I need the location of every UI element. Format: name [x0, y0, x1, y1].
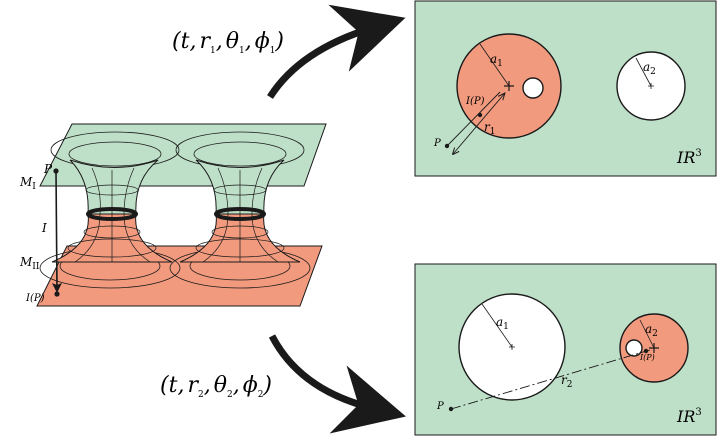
r1-arrow-top — [453, 93, 505, 154]
label-r2-bottom: r2 — [561, 373, 572, 390]
label-a1-top: a1 — [490, 52, 503, 69]
panel-bottom: a1 a2 I(P) r2 P IR3 — [414, 263, 717, 436]
map-label: I — [41, 221, 47, 235]
point-p-bottom — [448, 406, 454, 412]
curved-arrow-top — [267, 4, 406, 99]
r2-line-bottom — [450, 349, 651, 410]
tube-left-upper — [69, 159, 159, 215]
left-wormhole-figure: MI MII P I I(P) — [19, 123, 327, 307]
top-ripples — [50, 131, 305, 169]
centre-2-bottom — [649, 343, 659, 353]
point-ip-label: I(P) — [25, 293, 45, 304]
radius-a1-bottom — [481, 303, 513, 348]
coords-bottom: (t,r2,θ2,ϕ2) — [160, 373, 272, 400]
coords-top: (t,r1,θ1,ϕ1) — [172, 29, 284, 56]
tube-right-upper — [195, 159, 285, 215]
point-ip-left — [54, 291, 60, 297]
sheet-top-label: MI — [19, 175, 36, 192]
point-ip-bottom — [643, 348, 649, 354]
label-a2-bottom: a2 — [645, 322, 658, 339]
r1-line-top — [447, 91, 501, 146]
inner-hole-top — [522, 77, 544, 99]
panel-top: a1 a2 I(P) r1 P IR3 — [414, 0, 717, 177]
centre-1-top — [504, 81, 514, 91]
tube-right-lower — [179, 213, 301, 263]
map-arrow — [51, 170, 62, 293]
tube-left-lower — [51, 213, 173, 263]
label-r1-top: r1 — [484, 120, 495, 137]
sheet-bottom-label: MII — [19, 255, 40, 272]
label-space-bottom: IR3 — [676, 407, 702, 426]
curved-arrow-bottom — [268, 334, 406, 434]
point-ip-top — [477, 112, 483, 118]
throat-right — [214, 207, 266, 221]
radius-a2-bottom — [639, 319, 655, 349]
point-p-top — [444, 143, 450, 149]
label-ip-top: I(P) — [465, 96, 485, 107]
label-a2-top: a2 — [643, 60, 656, 77]
label-p-bottom: P — [436, 401, 444, 412]
radius-a2-top — [635, 57, 652, 87]
label-space-top: IR3 — [676, 148, 702, 167]
label-a1-bottom: a1 — [496, 315, 509, 332]
label-ip-bottom: I(P) — [639, 353, 655, 362]
label-p-top: P — [433, 138, 441, 149]
throat-left — [86, 207, 138, 221]
centre-1-bottom — [509, 344, 515, 350]
centre-2-top — [648, 83, 654, 89]
radius-a1-top — [479, 43, 510, 87]
inner-hole-bottom — [625, 339, 643, 357]
point-p-label: P — [43, 162, 53, 176]
